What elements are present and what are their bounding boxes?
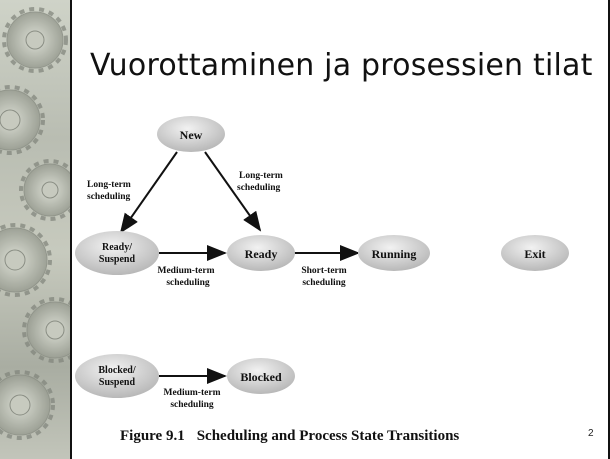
page-number: 2 xyxy=(588,428,594,439)
svg-text:Exit: Exit xyxy=(524,247,545,261)
svg-text:Medium-term: Medium-term xyxy=(164,388,221,398)
arrow-new-to-ready-suspend xyxy=(119,151,178,234)
label-medium-term: Medium-term scheduling xyxy=(158,266,215,288)
figure-caption: Figure 9.1 Scheduling and Process State T… xyxy=(120,428,471,445)
gear-pattern-image xyxy=(0,7,70,440)
svg-text:Running: Running xyxy=(372,247,417,261)
state-running: Running xyxy=(358,235,430,271)
svg-text:Short-term: Short-term xyxy=(301,266,346,276)
svg-text:Medium-term: Medium-term xyxy=(158,266,215,276)
state-blocked: Blocked xyxy=(227,358,295,394)
figure-number: Figure 9.1 xyxy=(120,428,185,444)
figure-caption-text: Scheduling and Process State Transitions xyxy=(196,428,460,444)
arrow-new-to-ready xyxy=(204,151,262,232)
left-border-line xyxy=(70,0,72,459)
slide-title: Vuorottaminen ja prosessien tilat xyxy=(90,48,593,83)
svg-text:Blocked: Blocked xyxy=(240,370,282,384)
right-border-line xyxy=(608,0,610,459)
svg-text:scheduling: scheduling xyxy=(302,278,346,288)
svg-text:Ready: Ready xyxy=(245,247,278,261)
label-long-term-left: Long-term scheduling xyxy=(87,180,131,202)
label-short-term: Short-term scheduling xyxy=(301,266,346,288)
svg-text:scheduling: scheduling xyxy=(237,183,281,193)
svg-text:scheduling: scheduling xyxy=(166,278,210,288)
svg-text:Long-term: Long-term xyxy=(239,171,283,181)
state-blocked-suspend: Blocked/ Suspend xyxy=(75,354,159,398)
svg-text:Long-term: Long-term xyxy=(87,180,131,190)
gear-decoration-strip xyxy=(0,0,70,459)
process-state-diagram: New Ready/ Suspend Ready Running Exit Bl… xyxy=(75,116,569,410)
state-exit: Exit xyxy=(501,235,569,271)
svg-text:scheduling: scheduling xyxy=(170,400,214,410)
svg-text:Blocked/: Blocked/ xyxy=(98,365,135,376)
svg-text:Suspend: Suspend xyxy=(99,377,136,388)
state-ready: Ready xyxy=(227,235,295,271)
state-ready-suspend: Ready/ Suspend xyxy=(75,231,159,275)
svg-text:Suspend: Suspend xyxy=(99,254,136,265)
svg-text:scheduling: scheduling xyxy=(87,192,131,202)
state-new: New xyxy=(157,116,225,152)
label-long-term-right: Long-term scheduling xyxy=(237,171,283,193)
svg-text:Ready/: Ready/ xyxy=(102,242,132,253)
svg-text:New: New xyxy=(180,128,203,142)
label-medium-term-blocked: Medium-term scheduling xyxy=(164,388,221,410)
